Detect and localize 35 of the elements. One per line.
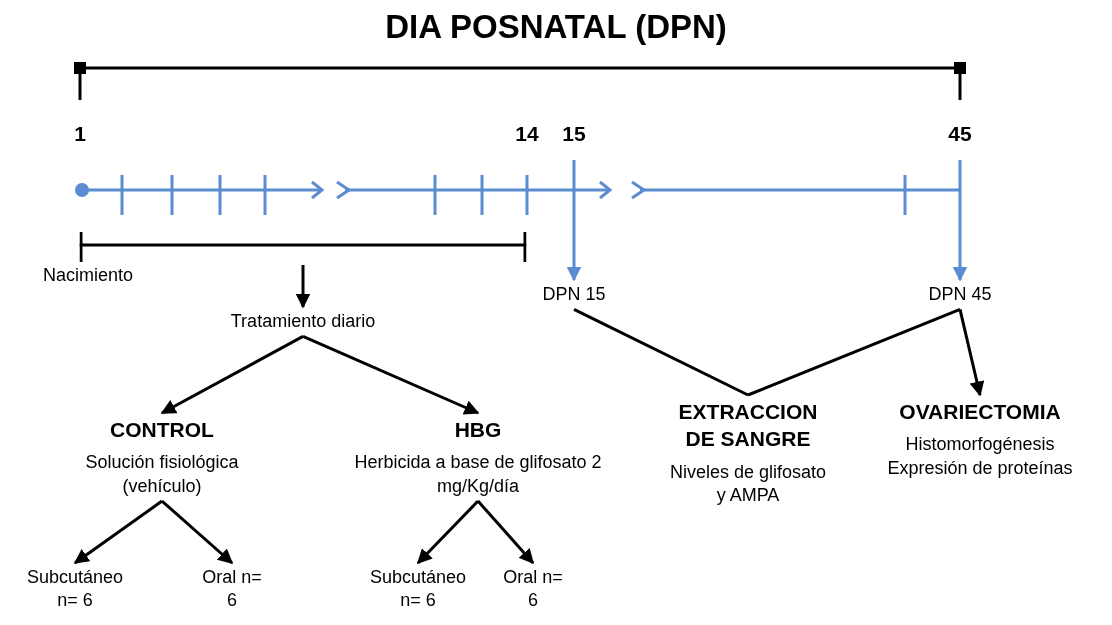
arrow [416, 500, 480, 565]
day-number: 14 [515, 122, 539, 146]
arrow [952, 160, 968, 282]
bracket [79, 232, 527, 262]
arrow [295, 265, 311, 309]
arrow [73, 499, 163, 565]
connector-line [573, 308, 749, 397]
arrow [161, 499, 234, 565]
timeline-label: Nacimiento [43, 265, 133, 286]
day-number: 15 [562, 122, 586, 146]
arrow [302, 335, 480, 415]
node-text: DPN 45 [928, 283, 992, 307]
node-heading: CONTROL [109, 417, 215, 443]
node-text: Oral n= 6 [197, 566, 267, 613]
node-text: Tratamiento diario [230, 310, 376, 334]
node-heading: HBG [453, 417, 503, 443]
node-heading: OVARIECTOMIA [898, 399, 1062, 425]
node-text: Subcutáneo n= 6 [368, 566, 468, 613]
arrow [566, 160, 582, 282]
node-text: Oral n= 6 [498, 566, 568, 613]
node-text: Solución fisiológica (vehículo) [84, 451, 240, 498]
node-text: Herbicida a base de glifosato 2 mg/Kg/día [353, 451, 603, 498]
day-number: 45 [948, 122, 972, 146]
node-text: Niveles de glifosato y AMPA [668, 460, 828, 507]
arrow [958, 309, 985, 397]
node-text: Expresión de proteínas [887, 456, 1073, 480]
connector-line [747, 308, 961, 397]
arrow [160, 335, 304, 415]
title: DIA POSNATAL (DPN) [385, 8, 727, 46]
node-text: Histomorfogénesis [904, 433, 1056, 457]
node-text: Subcutáneo n= 6 [25, 566, 125, 613]
node-heading: EXTRACCION DE SANGRE [677, 399, 819, 453]
day-number: 1 [74, 122, 86, 146]
arrow [476, 500, 535, 565]
node-text: DPN 15 [542, 283, 606, 307]
